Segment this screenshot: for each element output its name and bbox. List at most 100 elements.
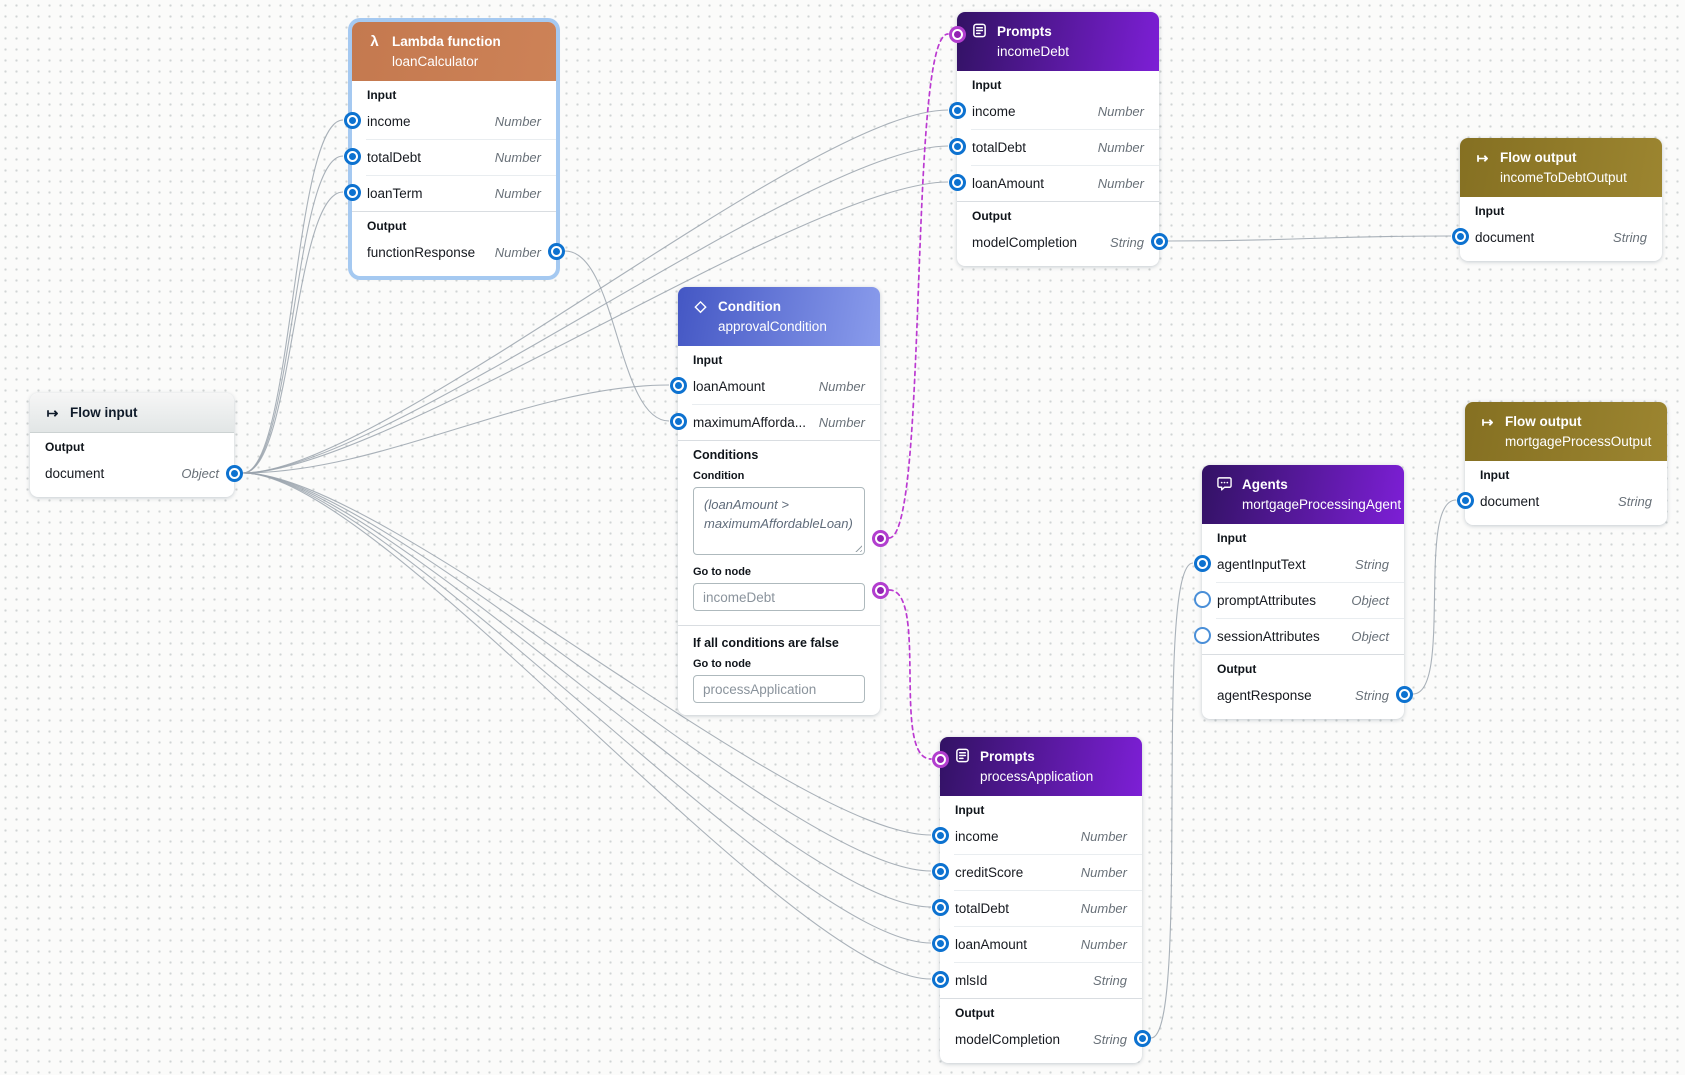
node-title: Flow output — [1505, 414, 1582, 429]
port-processApplication-totalDebt[interactable] — [931, 898, 949, 916]
goto-node-input[interactable]: incomeDebt — [693, 583, 865, 611]
section-label: Input — [955, 803, 985, 817]
port-approvalCondition-goto-false[interactable] — [871, 581, 889, 599]
edge-flowInput.document-incomeDebt.loanAmount — [242, 181, 949, 474]
row-type: Number — [818, 378, 865, 394]
section-divider — [678, 625, 880, 626]
port-mortgageProcessingAgent-agentInputText[interactable] — [1193, 554, 1211, 572]
port-flowInput-document[interactable] — [225, 464, 243, 482]
section-label: Input — [972, 78, 1002, 92]
port-mortgageProcessingAgent-promptAttributes[interactable] — [1193, 590, 1211, 608]
row-type: Number — [1080, 900, 1127, 916]
row-name: sessionAttributes — [1217, 628, 1320, 644]
port-mortgageProcessingAgent-sessionAttributes[interactable] — [1193, 626, 1211, 644]
goto-node-input[interactable]: processApplication — [693, 675, 865, 703]
row-type: String — [1613, 229, 1647, 245]
goto-node-label: Go to node — [693, 658, 752, 670]
row-type: Object — [1351, 628, 1389, 644]
port-incomeToDebtOutput-document[interactable] — [1451, 227, 1469, 245]
node-title: Condition — [718, 299, 781, 314]
port-processApplication-creditScore[interactable] — [931, 862, 949, 880]
node-subtitle: incomeToDebtOutput — [1500, 170, 1627, 185]
port-loanCalculator-functionResponse[interactable] — [547, 242, 565, 260]
port-processApplication-modelCompletion[interactable] — [1133, 1029, 1151, 1047]
flow-input-icon: ↦ — [46, 404, 59, 421]
port-incomeDebt-income[interactable] — [948, 101, 966, 119]
node-header[interactable]: ↦Flow input — [30, 393, 234, 433]
edge-flowInput.document-loanCalculator.totalDebt — [242, 155, 344, 474]
node-subtitle: mortgageProcessingAgent — [1242, 497, 1402, 512]
prompts-icon — [971, 23, 988, 43]
port-loanCalculator-totalDebt[interactable] — [343, 147, 361, 165]
resize-grip-icon[interactable] — [853, 543, 862, 552]
row-name: loanAmount — [693, 378, 766, 394]
edge-approvalCondition.goto_false-processApplication.header — [888, 589, 932, 760]
port-processApplication-header[interactable] — [931, 750, 949, 768]
row-name: loanAmount — [972, 175, 1045, 191]
row-name: functionResponse — [367, 244, 476, 260]
row-name: totalDebt — [367, 149, 422, 165]
port-processApplication-loanAmount[interactable] — [931, 934, 949, 952]
edge-processApplication.modelCompletion-mortgageProcessingAgent.agentInputText — [1150, 562, 1194, 1039]
port-mortgageProcessOutput-document[interactable] — [1456, 491, 1474, 509]
section-divider — [1202, 654, 1404, 655]
edge-approvalCondition.goto_true-incomeDebt.header — [888, 33, 949, 539]
port-approvalCondition-maximumAffordableLoan[interactable] — [669, 412, 687, 430]
row-type: Object — [181, 465, 219, 481]
node-subtitle: loanCalculator — [392, 54, 479, 69]
edge-flowInput.document-incomeDebt.totalDebt — [242, 145, 949, 474]
edge-incomeDebt.modelCompletion-incomeToDebtOutput.document — [1167, 235, 1452, 242]
port-approvalCondition-loanAmount[interactable] — [669, 376, 687, 394]
row-name: agentResponse — [1217, 687, 1312, 703]
port-approvalCondition-goto-true[interactable] — [871, 529, 889, 547]
port-mortgageProcessingAgent-agentResponse[interactable] — [1395, 685, 1413, 703]
port-processApplication-income[interactable] — [931, 826, 949, 844]
port-incomeDebt-modelCompletion[interactable] — [1150, 232, 1168, 250]
section-label: Output — [972, 209, 1012, 223]
row-loanAmount: loanAmount Number — [678, 368, 880, 404]
edge-loanCalculator.functionResponse-approvalCondition.maximumAffordableLoan — [564, 250, 670, 422]
row-type: Number — [1080, 864, 1127, 880]
port-incomeDebt-header[interactable] — [948, 25, 966, 43]
row-name: income — [972, 103, 1016, 119]
port-loanCalculator-loanTerm[interactable] — [343, 183, 361, 201]
port-loanCalculator-income[interactable] — [343, 111, 361, 129]
port-incomeDebt-totalDebt[interactable] — [948, 137, 966, 155]
section-label: Input — [1475, 204, 1505, 218]
row-type: String — [1093, 972, 1127, 988]
node-subtitle: processApplication — [980, 769, 1094, 784]
node-title: Lambda function — [392, 34, 501, 49]
node-title: Agents — [1242, 477, 1288, 492]
row-name: creditScore — [955, 864, 1024, 880]
row-creditScore: creditScore Number — [940, 854, 1142, 890]
row-type: Number — [818, 414, 865, 430]
node-header[interactable]: Agents mortgageProcessingAgent — [1202, 465, 1404, 524]
condition-expression-input[interactable]: (loanAmount > maximumAffordableLoan) — [693, 487, 865, 555]
port-processApplication-mlsId[interactable] — [931, 970, 949, 988]
port-incomeDebt-loanAmount[interactable] — [948, 173, 966, 191]
section-label: Input — [1480, 468, 1510, 482]
row-name: totalDebt — [972, 139, 1027, 155]
